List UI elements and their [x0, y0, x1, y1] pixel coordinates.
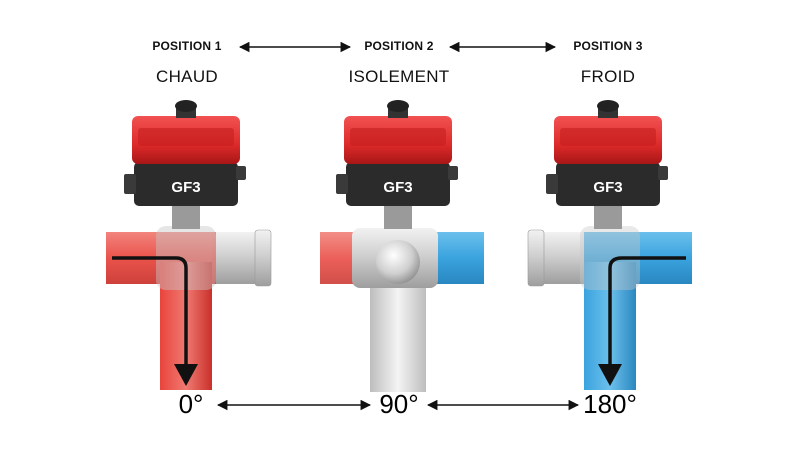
- valve-stem: [594, 205, 622, 229]
- pipe-coupling: [254, 229, 272, 287]
- flow-arrow-line: [112, 256, 188, 372]
- valve-hot: [106, 100, 272, 390]
- actuator-connector-right: [236, 166, 246, 180]
- valve-cold: [527, 100, 692, 390]
- angle-label: 90°: [379, 389, 419, 419]
- mode-label: CHAUD: [156, 67, 218, 86]
- flow-arrow-head: [598, 364, 622, 386]
- mode-label: ISOLEMENT: [348, 67, 450, 86]
- actuator-connector-right: [448, 166, 458, 180]
- isolated-pipe-vertical: [370, 288, 426, 392]
- actuator-knob: [597, 100, 619, 112]
- actuator-label-plate: [350, 128, 446, 146]
- actuator-knob-neck: [176, 108, 196, 118]
- actuator-connector-left: [336, 174, 348, 194]
- mode-label: FROID: [580, 67, 636, 86]
- angle-label: 0°: [178, 389, 204, 419]
- flow-arrow-head: [174, 364, 198, 386]
- actuator-knob: [175, 100, 197, 112]
- angle-label: 180°: [583, 389, 637, 419]
- pipe-coupling: [527, 229, 545, 287]
- actuator-knob-neck: [388, 108, 408, 118]
- position-label: POSITION 2: [364, 39, 434, 53]
- position-label: POSITION 3: [573, 39, 643, 53]
- actuator-badge: GF3: [171, 179, 200, 196]
- actuator-base: [556, 162, 660, 206]
- actuator-knob: [387, 100, 409, 112]
- valve-body: [156, 226, 216, 290]
- actuator-base: [134, 162, 238, 206]
- actuator-connector-right: [658, 166, 668, 180]
- valve-stem: [384, 205, 412, 229]
- valve-ball: [376, 240, 420, 284]
- flow-arrow-line: [608, 256, 686, 372]
- actuator-label-plate: [560, 128, 656, 146]
- actuator-connector-left: [546, 174, 558, 194]
- actuator-badge: GF3: [383, 179, 412, 196]
- valve-isolation: [320, 100, 484, 392]
- actuator-base: [346, 162, 450, 206]
- valve-stem: [172, 205, 200, 229]
- actuator-label-plate: [138, 128, 234, 146]
- valve-body: [580, 226, 640, 290]
- actuator-badge: GF3: [593, 179, 622, 196]
- position-label: POSITION 1: [152, 39, 222, 53]
- actuator-knob-neck: [598, 108, 618, 118]
- actuator-connector-left: [124, 174, 136, 194]
